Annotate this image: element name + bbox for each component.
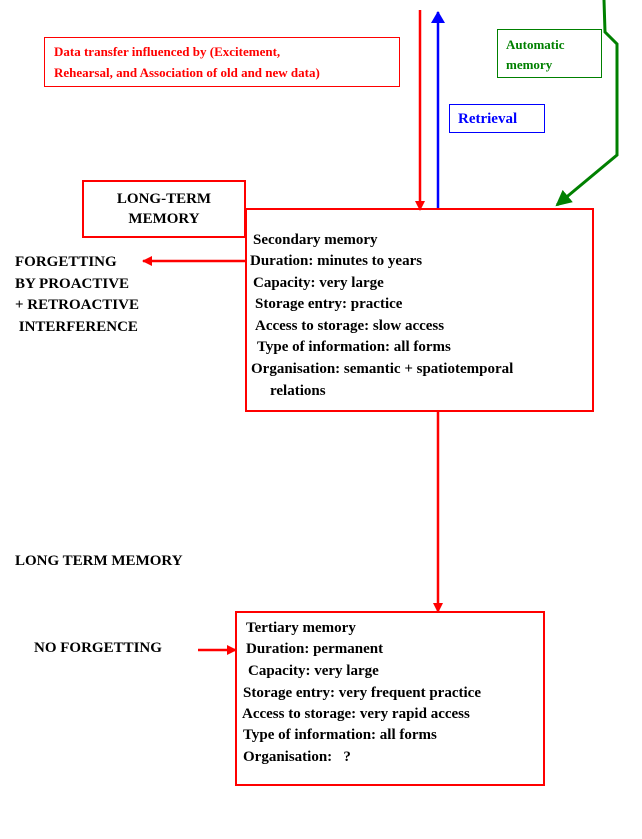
secondary-memory-box: Secondary memory Duration: minutes to ye… xyxy=(245,208,594,412)
tertiary-memory-box: Tertiary memory Duration: permanent Capa… xyxy=(235,611,545,786)
tertiary-capacity: Capacity: very large xyxy=(248,663,379,679)
secondary-type: Type of information: all forms xyxy=(257,339,451,355)
tertiary-title: Tertiary memory xyxy=(246,620,356,636)
tertiary-organisation: Organisation: ? xyxy=(243,749,351,765)
long-term-label-line-2: MEMORY xyxy=(128,211,200,227)
tertiary-storage-entry: Storage entry: very frequent practice xyxy=(243,685,481,701)
secondary-organisation: Organisation: semantic + spatiotemporal xyxy=(251,361,514,377)
secondary-duration: Duration: minutes to years xyxy=(250,253,423,269)
tertiary-duration: Duration: permanent xyxy=(246,641,384,657)
secondary-title: Secondary memory xyxy=(253,232,378,248)
tertiary-access: Access to storage: very rapid access xyxy=(242,706,470,722)
data-transfer-note: Data transfer influenced by (Excitement,… xyxy=(44,37,400,87)
no-forgetting-text: NO FORGETTING xyxy=(34,640,162,656)
data-transfer-line-2: Rehearsal, and Association of old and ne… xyxy=(54,65,320,80)
forgetting-line-3: + RETROACTIVE xyxy=(15,297,139,313)
tertiary-type: Type of information: all forms xyxy=(243,727,437,743)
secondary-organisation-cont: relations xyxy=(270,383,326,399)
secondary-storage-entry: Storage entry: practice xyxy=(255,296,403,312)
automatic-memory-arrow xyxy=(555,0,619,207)
data-transfer-line-1: Data transfer influenced by (Excitement, xyxy=(54,44,281,59)
automatic-memory-note: Automatic memory xyxy=(497,29,602,78)
secondary-access: Access to storage: slow access xyxy=(255,318,445,334)
forgetting-text: FORGETTING BY PROACTIVE + RETROACTIVE IN… xyxy=(15,252,139,338)
forgetting-line-1: FORGETTING xyxy=(15,254,117,270)
section-title: LONG TERM MEMORY xyxy=(15,553,183,569)
long-term-memory-label: LONG-TERM MEMORY xyxy=(82,180,246,238)
retrieval-label: Retrieval xyxy=(449,104,545,133)
automatic-memory-line-2: memory xyxy=(506,57,553,72)
automatic-memory-line-1: Automatic xyxy=(506,37,565,52)
forgetting-line-2: BY PROACTIVE xyxy=(15,275,130,292)
long-term-label-line-1: LONG-TERM xyxy=(116,191,212,207)
secondary-capacity: Capacity: very large xyxy=(253,275,384,291)
forgetting-line-4: INTERFERENCE xyxy=(15,318,138,335)
